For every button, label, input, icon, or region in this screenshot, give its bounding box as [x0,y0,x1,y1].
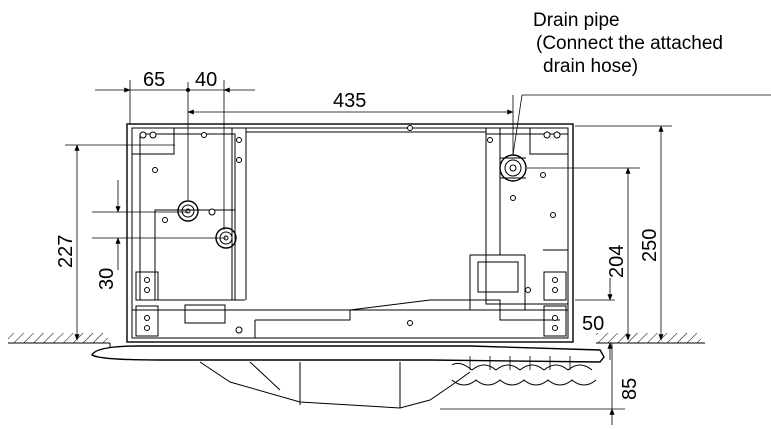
mounting-holes [139,125,561,334]
ceiling-left [8,333,111,347]
dimension-250: 250 [575,125,672,341]
dimension-435: 435 [187,90,514,155]
dim-227-label: 227 [55,235,77,268]
dim-50-label: 50 [582,313,604,335]
dim-40-label: 40 [195,69,217,91]
drain-pipe-title: Drain pipe [533,10,620,31]
dim-204-label: 204 [606,245,628,278]
dim-30-label: 30 [96,268,118,290]
drain-pipe-note-line3: drain hose) [543,56,639,77]
dim-65-label: 65 [143,69,165,91]
dimension-50: 50 [575,278,615,360]
dim-250-label: 250 [639,229,661,262]
drain-pipe-leader [512,94,771,156]
drain-pipe-note-line2: (Connect the attached [536,33,723,54]
dimension-227: 227 [55,144,175,341]
dim-85-label: 85 [619,378,641,400]
drain-pipe-connection [499,154,527,201]
dimension-30: 30 [92,180,226,290]
dim-435-label: 435 [333,90,366,112]
dimension-85: 85 [440,343,641,425]
dimension-65-40: 65 40 [95,69,255,230]
dimension-204: 204 [527,167,640,341]
decoration-panel [91,345,605,409]
refrigerant-pipe-gas [177,200,216,222]
ceiling-right [596,333,705,344]
unit-body [126,123,574,343]
